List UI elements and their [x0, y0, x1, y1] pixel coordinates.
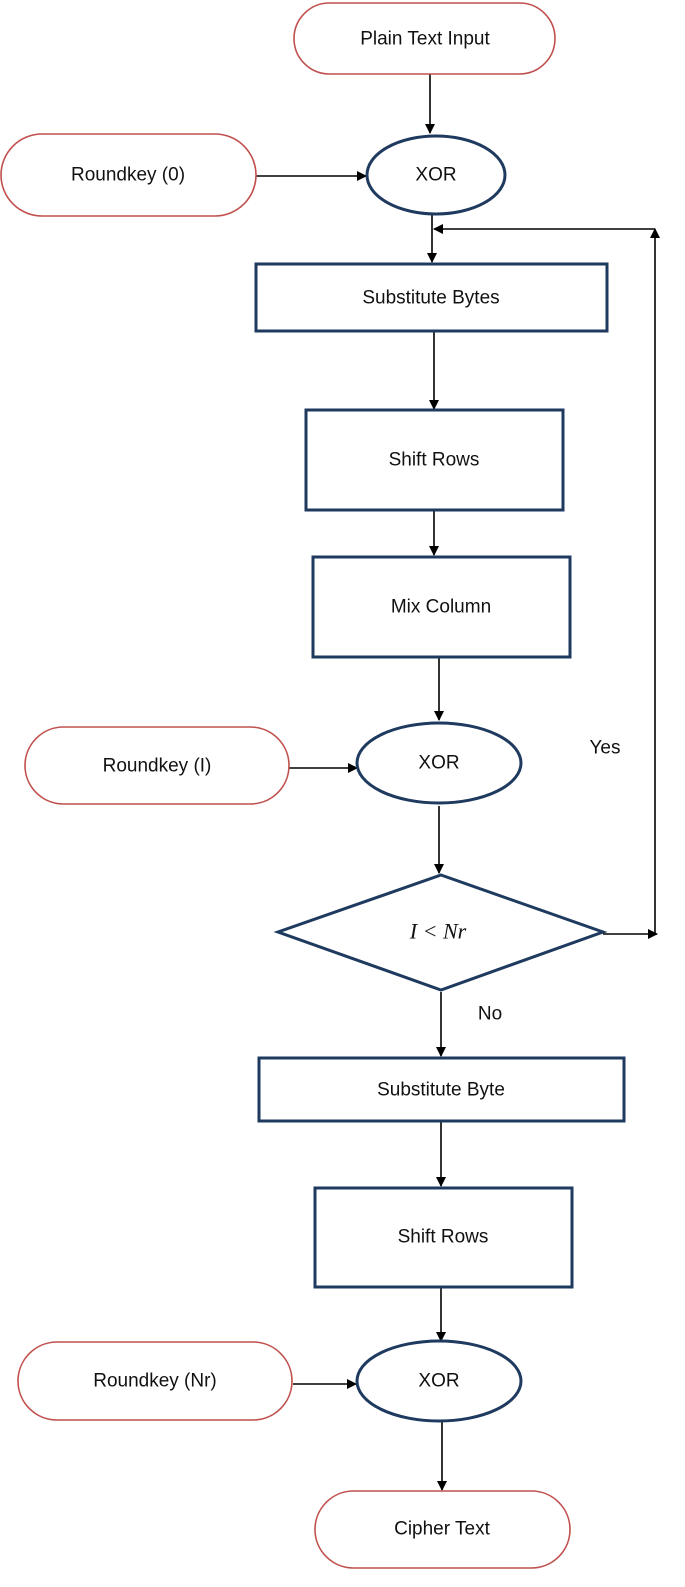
- node-xor-initial: XOR: [365, 134, 507, 216]
- xor-round-label: XOR: [418, 753, 459, 774]
- node-shift-rows-loop: Shift Rows: [304, 408, 565, 512]
- node-substitute-bytes: Substitute Bytes: [254, 262, 609, 333]
- edges: [256, 74, 660, 1491]
- roundkey-i-label: Roundkey (I): [103, 756, 212, 777]
- xor-final-label: XOR: [418, 1371, 459, 1392]
- node-substitute-byte-final: Substitute Byte: [257, 1056, 626, 1123]
- node-cipher-text: Cipher Text: [314, 1490, 571, 1569]
- node-decision: I < Nr: [273, 873, 608, 992]
- node-plain-text-input: Plain Text Input: [293, 2, 556, 75]
- roundkey-nr-label: Roundkey (Nr): [93, 1371, 217, 1392]
- node-shift-rows-final: Shift Rows: [313, 1186, 574, 1289]
- node-mix-column: Mix Column: [311, 555, 572, 659]
- edge-label-no: No: [478, 1004, 502, 1025]
- substitute-byte-final-label: Substitute Byte: [377, 1080, 505, 1101]
- xor-initial-label: XOR: [415, 165, 456, 186]
- mix-column-label: Mix Column: [391, 597, 491, 618]
- edge-label-yes: Yes: [590, 738, 621, 759]
- shift-rows-final-label: Shift Rows: [398, 1227, 489, 1248]
- node-roundkey-i: Roundkey (I): [24, 726, 290, 805]
- node-roundkey-nr: Roundkey (Nr): [17, 1341, 293, 1421]
- decision-condition: I < Nr: [409, 919, 467, 944]
- node-xor-round: XOR: [355, 721, 523, 805]
- shift-rows-loop-label: Shift Rows: [389, 450, 480, 471]
- node-xor-final: XOR: [355, 1339, 523, 1423]
- node-roundkey-0: Roundkey (0): [0, 133, 257, 217]
- plain-text-input-label: Plain Text Input: [360, 29, 490, 50]
- substitute-bytes-label: Substitute Bytes: [362, 288, 499, 309]
- roundkey-0-label: Roundkey (0): [71, 165, 185, 186]
- cipher-text-label: Cipher Text: [394, 1519, 490, 1540]
